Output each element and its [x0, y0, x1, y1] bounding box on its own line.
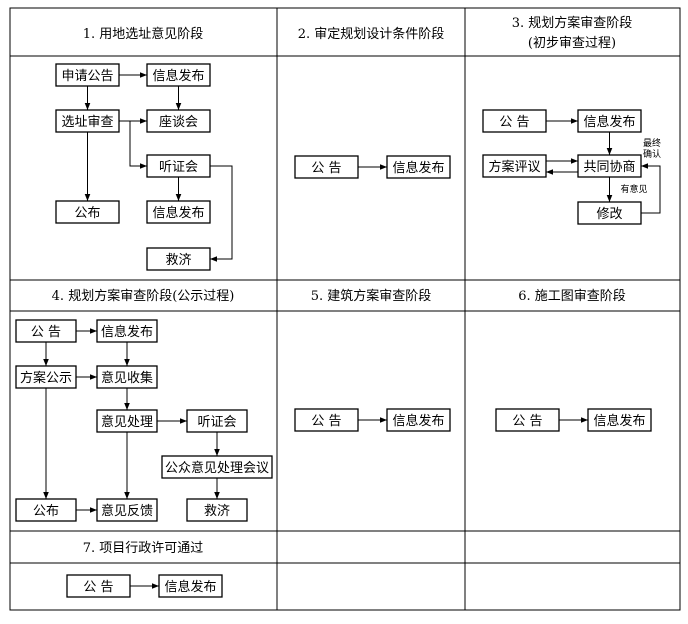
node-site-review-label: 选址审查: [61, 115, 113, 130]
node-info-release-label: 信息发布: [583, 114, 635, 130]
panel-3-subtitle: (初步审查过程): [528, 36, 616, 51]
node-notice-label: 公 告: [499, 115, 529, 130]
panel-4-flow: 公 告 信息发布 方案公示 意见收集 意见处理 听证会 公众意见处理会议 公布 …: [15, 319, 273, 522]
edge-label-confirm: 确认: [643, 148, 661, 160]
node-info-release-label: 信息发布: [164, 579, 216, 595]
panel-2-title: 2. 审定规划设计条件阶段: [298, 26, 445, 42]
node-relief-label: 救济: [204, 503, 230, 519]
node-info-release-label: 信息发布: [392, 413, 444, 429]
panel-3-flow: 公 告 信息发布 方案评议 共同协商 修改 最终 确认 有意见: [482, 109, 661, 225]
node-plan-evaluation: [482, 154, 547, 178]
node-info-release-label: 信息发布: [593, 413, 645, 429]
node-relief-label: 救济: [165, 252, 191, 268]
panel-6-title: 6. 施工图审查阶段: [518, 289, 626, 304]
edge-label-has-opinion: 有意见: [620, 183, 647, 195]
node-apply-notice-label: 申请公告: [61, 69, 113, 84]
edge-label-final: 最终: [643, 137, 661, 149]
node-modify-label: 修改: [596, 207, 622, 222]
node-info-release-label: 信息发布: [152, 68, 204, 84]
node-notice-label: 公 告: [311, 414, 341, 429]
node-publish-label: 公布: [33, 504, 59, 519]
panel-1-title: 1. 用地选址意见阶段: [83, 26, 204, 42]
node-notice-label: 公 告: [512, 414, 542, 429]
node-info-release-label: 信息发布: [392, 160, 444, 176]
panel-7-title: 7. 项目行政许可通过: [83, 541, 204, 556]
panel-5-title: 5. 建筑方案审查阶段: [311, 288, 432, 304]
node-info-release-label: 信息发布: [101, 324, 153, 340]
node-opinion-handling-label: 意见处理: [101, 414, 153, 430]
node-forum-label: 座谈会: [159, 115, 198, 130]
table-grid: [9, 7, 681, 611]
panel-3-title: 3. 规划方案审查阶段: [512, 15, 633, 31]
panel-4-title: 4. 规划方案审查阶段(公示过程): [52, 288, 235, 304]
node-info-release-2-label: 信息发布: [152, 205, 204, 221]
node-plan-publicity-label: 方案公示: [20, 370, 72, 386]
panel-6-flow: 公 告 信息发布: [495, 408, 652, 432]
edge-hearing-to-relief: [210, 165, 233, 262]
panel-7-flow: 公 告 信息发布: [66, 574, 223, 598]
node-notice-label: 公 告: [311, 161, 341, 176]
panel-2-flow: 公 告 信息发布: [294, 155, 451, 179]
node-public-opinion-meeting-label: 公众意见处理会议: [165, 460, 269, 476]
node-joint-consultation-label: 共同协商: [583, 160, 635, 175]
panel-5-flow: 公 告 信息发布: [294, 408, 451, 432]
node-notice-label: 公 告: [31, 325, 61, 340]
panel-1-flow: 申请公告 信息发布 选址审查 座谈会 听证会 公布 信息发布 救济: [55, 63, 233, 271]
node-opinion-collection-label: 意见收集: [101, 370, 153, 386]
node-opinion-feedback-label: 意见反馈: [101, 503, 153, 519]
node-plan-evaluation-label: 方案评议: [488, 159, 540, 175]
node-notice-label: 公 告: [83, 580, 113, 595]
node-hearing-label: 听证会: [159, 160, 198, 175]
node-publish-label: 公布: [74, 206, 100, 221]
edge-review-to-hearing: [129, 121, 147, 169]
edge-modify-to-consult: [641, 163, 661, 214]
node-hearing-label: 听证会: [197, 415, 236, 430]
